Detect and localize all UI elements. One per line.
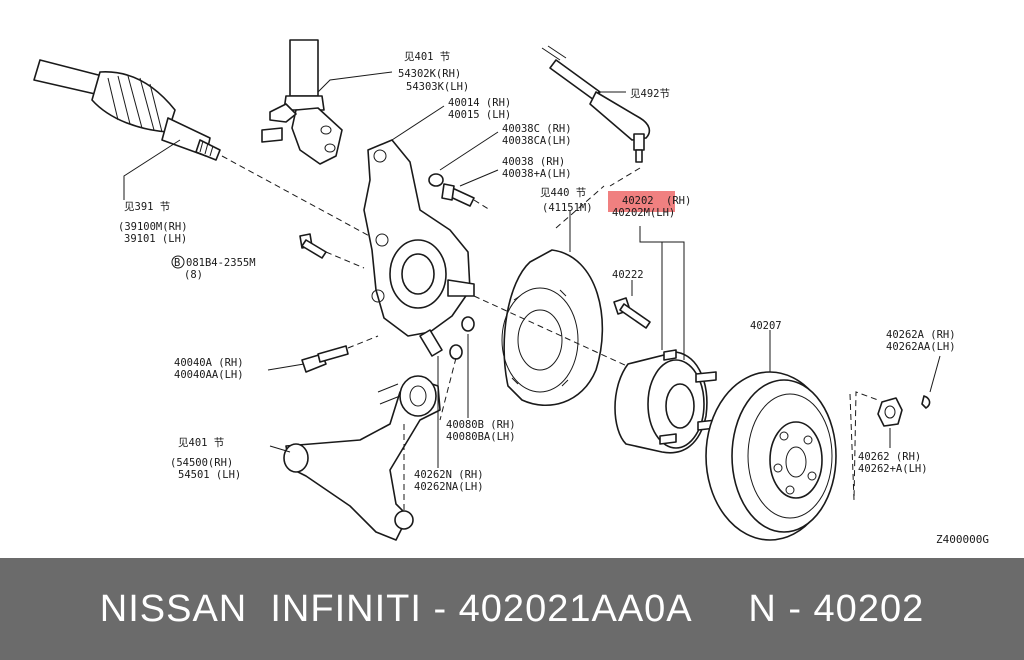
label-40262: 40262 (RH) [858, 451, 921, 463]
hub-bolt-40222[interactable] [613, 297, 651, 329]
diagram-code: Z400000G [936, 533, 989, 546]
label-40262NA: 40262NA(LH) [414, 481, 484, 493]
label-ref-440: 见440 节 [540, 187, 586, 199]
label-40080BA: 40080BA(LH) [446, 431, 516, 443]
label-54302K: 54302K(RH) [398, 68, 461, 80]
label-ref-492: 见492节 [630, 88, 670, 100]
label-40038C: 40038C (RH) [502, 123, 572, 135]
hub-nut-and-cotter-pin[interactable] [877, 395, 931, 427]
label-40262A-nut: 40262+A(LH) [858, 463, 928, 475]
lower-control-arm[interactable] [283, 375, 441, 541]
highlight-box [608, 191, 675, 212]
label-40222: 40222 [612, 269, 644, 281]
label-ref-401-top: 见401 节 [404, 51, 450, 63]
brake-rotor[interactable] [705, 371, 837, 541]
label-54500: (54500(RH) [170, 457, 233, 469]
label-ref-401-bottom: 见401 节 [178, 437, 224, 449]
bolt-symbol-circle [171, 255, 185, 269]
steering-knuckle[interactable] [363, 139, 475, 357]
label-40262AA: 40262AA(LH) [886, 341, 956, 353]
label-39100M: (39100M(RH) [118, 221, 188, 233]
bolt-symbol-letter: B [174, 257, 180, 269]
label-40014: 40014 (RH) [448, 97, 511, 109]
label-40202M: 40202M(LH) [612, 207, 675, 219]
knuckle-bolts[interactable] [299, 173, 475, 373]
label-54303K: 54303K(LH) [406, 81, 469, 93]
label-40202: 40202 [622, 195, 654, 207]
banner-text: NISSAN INFINITI - 402021AA0A N - 40202 [99, 587, 925, 630]
label-40262N: 40262N (RH) [414, 469, 484, 481]
label-40040A: 40040A (RH) [174, 357, 244, 369]
label-40202-rh: (RH) [666, 195, 691, 207]
label-39101: 39101 (LH) [124, 233, 187, 245]
label-40015: 40015 (LH) [448, 109, 511, 121]
label-40207: 40207 [750, 320, 782, 332]
part-number-banner: NISSAN INFINITI - 402021AA0A N - 40202 [0, 558, 1024, 660]
label-40038A: 40038+A(LH) [502, 168, 572, 180]
label-40038CA: 40038CA(LH) [502, 135, 572, 147]
label-41151M: (41151M) [542, 202, 593, 214]
label-40262A: 40262A (RH) [886, 329, 956, 341]
label-bolt-code: 081B4-2355M [186, 257, 256, 269]
strut-assembly[interactable] [261, 39, 343, 165]
label-bolt-qty: (8) [184, 269, 203, 281]
label-40080B: 40080B (RH) [446, 419, 516, 431]
hub-bearing-assembly[interactable] [614, 349, 717, 454]
backing-plate[interactable] [501, 249, 604, 407]
drive-shaft[interactable] [33, 59, 221, 161]
label-ref-391: 见391 节 [124, 201, 170, 213]
leader-lines [123, 71, 941, 468]
tie-rod-end[interactable] [541, 45, 651, 163]
label-54501: 54501 (LH) [178, 469, 241, 481]
label-40040AA: 40040AA(LH) [174, 369, 244, 381]
exploded-parts-diagram: 见401 节 54302K(RH) 54303K(LH) 见492节 40014… [33, 39, 989, 546]
label-40038: 40038 (RH) [502, 156, 565, 168]
